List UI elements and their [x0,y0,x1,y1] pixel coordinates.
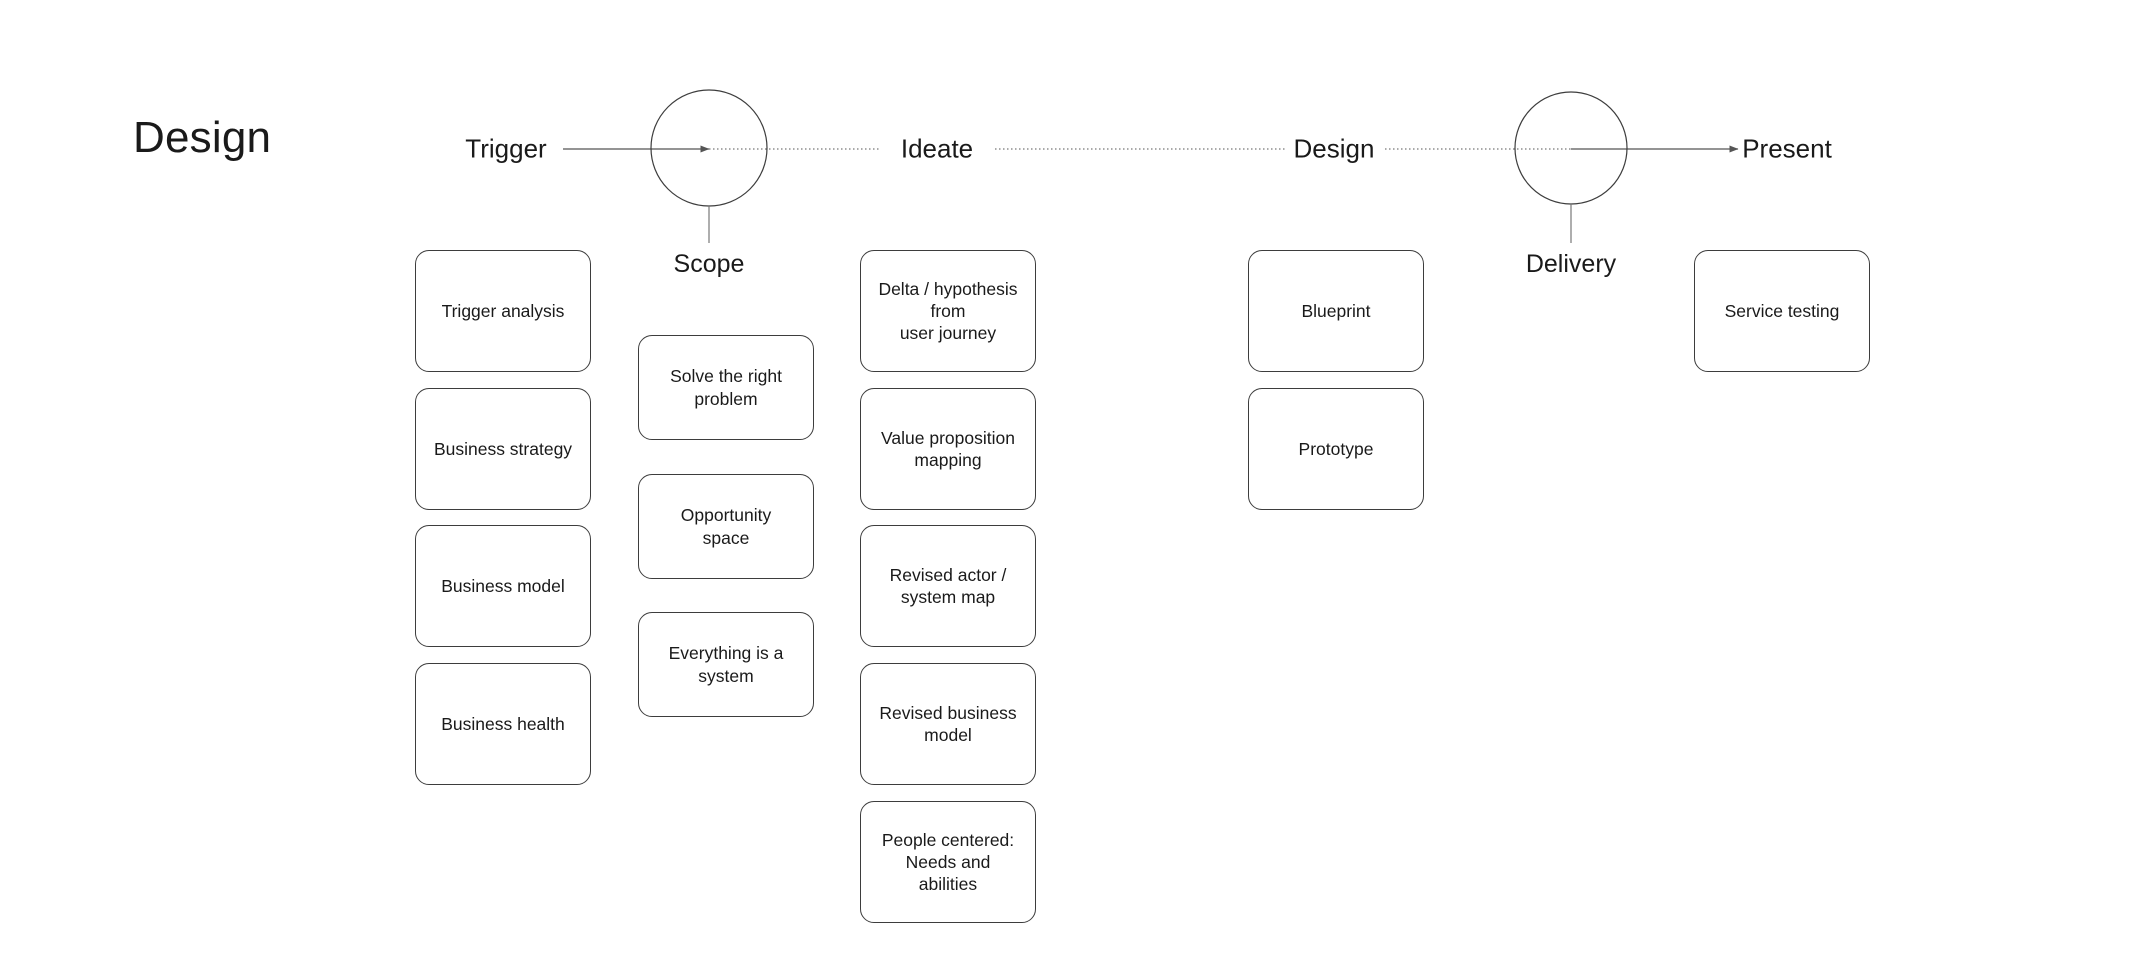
stage-label-design[interactable]: Design [1293,133,1375,164]
card-label: People centered: Needs and abilities [881,829,1015,895]
card-blueprint[interactable]: Blueprint [1248,250,1424,372]
card-label: Everything is a system [668,643,784,686]
milestone-circle-delivery[interactable] [1514,91,1628,205]
card-label: Revised business model [879,702,1017,745]
card-service-testing[interactable]: Service testing [1694,250,1870,372]
card-opportunity-space[interactable]: Opportunity space [638,474,814,579]
card-business-health[interactable]: Business health [415,663,591,785]
stage-label-present[interactable]: Present [1742,133,1832,164]
milestone-label-delivery[interactable]: Delivery [1525,250,1617,278]
card-label: Service testing [1724,300,1840,321]
card-label: Trigger analysis [441,300,565,321]
card-trigger-analysis[interactable]: Trigger analysis [415,250,591,372]
milestone-label-scope[interactable]: Scope [673,250,745,278]
card-business-model[interactable]: Business model [415,525,591,647]
card-prototype[interactable]: Prototype [1248,388,1424,510]
card-label: Business strategy [433,438,573,459]
milestone-circle-scope[interactable] [650,89,768,207]
page-title: Design [133,113,272,162]
stage-label-trigger[interactable]: Trigger [465,133,547,164]
card-business-strategy[interactable]: Business strategy [415,388,591,510]
card-everything-is-a-system[interactable]: Everything is a system [638,612,814,717]
card-label: Business model [441,575,565,596]
card-label: Solve the right problem [670,366,782,409]
card-revised-actor-system[interactable]: Revised actor / system map [860,525,1036,647]
card-delta-hypothesis[interactable]: Delta / hypothesis from user journey [860,250,1036,372]
card-value-proposition-map[interactable]: Value proposition mapping [860,388,1036,510]
card-label: Prototype [1298,438,1374,459]
card-label: Business health [441,713,565,734]
stage-label-ideate[interactable]: Ideate [900,133,974,164]
card-label: Delta / hypothesis from user journey [878,278,1018,344]
card-revised-business-model[interactable]: Revised business model [860,663,1036,785]
card-label: Value proposition mapping [881,427,1015,470]
card-solve-the-right-problem[interactable]: Solve the right problem [638,335,814,440]
card-label: Opportunity space [680,505,772,548]
card-label: Blueprint [1301,300,1371,321]
card-people-centered[interactable]: People centered: Needs and abilities [860,801,1036,923]
card-label: Revised actor / system map [889,564,1007,607]
